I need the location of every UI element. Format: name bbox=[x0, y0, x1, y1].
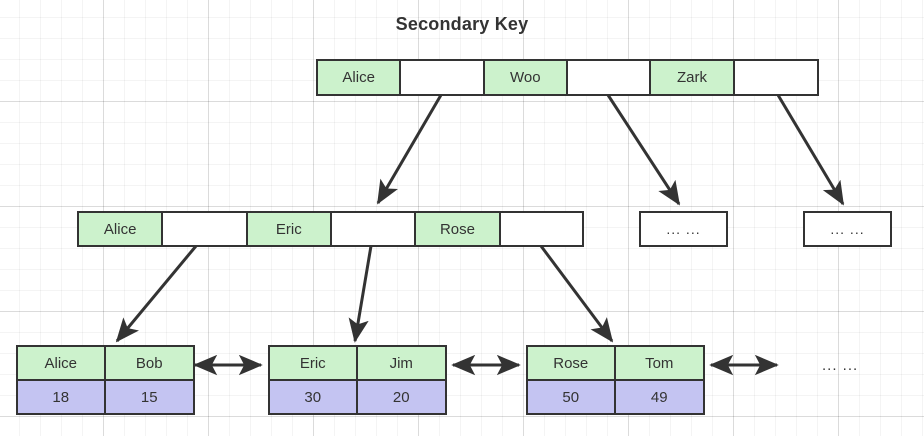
leaf-1-value-1[interactable]: 15 bbox=[105, 381, 193, 413]
internal-placeholder-node-1[interactable]: ... ... bbox=[639, 211, 728, 247]
internal-cell-key-1[interactable]: Eric bbox=[247, 213, 332, 245]
leaf-trailing-ellipsis: ... ... bbox=[822, 357, 859, 374]
internal-cell-key-0[interactable]: Alice bbox=[79, 213, 164, 245]
edge-internal-to-leaf-1 bbox=[115, 245, 198, 343]
edge-root-to-placeholder-1 bbox=[606, 94, 681, 206]
leaf-3-key-0[interactable]: Rose bbox=[528, 347, 616, 379]
root-cell-pointer-0[interactable] bbox=[401, 61, 485, 94]
leaf-3-key-1[interactable]: Tom bbox=[615, 347, 703, 379]
leaf-node-3[interactable]: Rose Tom 50 49 bbox=[526, 345, 705, 415]
internal-placeholder-label-2: ... ... bbox=[805, 213, 890, 245]
internal-cell-key-2[interactable]: Rose bbox=[416, 213, 501, 245]
leaf-3-value-0[interactable]: 50 bbox=[528, 381, 616, 413]
root-cell-key-1[interactable]: Woo bbox=[484, 61, 568, 94]
leaf-2-key-row: Eric Jim bbox=[270, 347, 445, 381]
leaf-2-key-0[interactable]: Eric bbox=[270, 347, 358, 379]
edge-root-to-internal-1 bbox=[376, 94, 443, 205]
internal-node[interactable]: Alice Eric Rose bbox=[77, 211, 584, 247]
internal-placeholder-node-2[interactable]: ... ... bbox=[803, 211, 892, 247]
page-title: Secondary Key bbox=[395, 14, 529, 34]
leaf-1-key-row: Alice Bob bbox=[18, 347, 193, 381]
edge-root-to-placeholder-2 bbox=[776, 94, 845, 206]
leaf-1-value-0[interactable]: 18 bbox=[18, 381, 106, 413]
leaf-1-key-1[interactable]: Bob bbox=[105, 347, 193, 379]
leaf-3-value-row: 50 49 bbox=[528, 381, 703, 413]
root-cell-key-2[interactable]: Zark bbox=[651, 61, 735, 94]
internal-cell-pointer-2[interactable] bbox=[500, 213, 582, 245]
leaf-node-2[interactable]: Eric Jim 30 20 bbox=[268, 345, 447, 415]
leaf-2-value-1[interactable]: 20 bbox=[357, 381, 445, 413]
internal-cell-pointer-1[interactable] bbox=[331, 213, 417, 245]
internal-placeholder-label-1: ... ... bbox=[641, 213, 726, 245]
root-node[interactable]: Alice Woo Zark bbox=[316, 59, 819, 96]
edge-internal-to-leaf-3 bbox=[539, 245, 614, 343]
leaf-1-value-row: 18 15 bbox=[18, 381, 193, 413]
leaf-3-key-row: Rose Tom bbox=[528, 347, 703, 381]
leaf-node-1[interactable]: Alice Bob 18 15 bbox=[16, 345, 195, 415]
root-cell-pointer-2[interactable] bbox=[734, 61, 817, 94]
root-cell-pointer-1[interactable] bbox=[567, 61, 652, 94]
leaf-3-value-1[interactable]: 49 bbox=[615, 381, 703, 413]
root-cell-key-0[interactable]: Alice bbox=[318, 61, 402, 94]
edge-internal-to-leaf-2 bbox=[348, 245, 373, 343]
internal-cell-pointer-0[interactable] bbox=[163, 213, 248, 245]
leaf-2-key-1[interactable]: Jim bbox=[357, 347, 445, 379]
leaf-1-key-0[interactable]: Alice bbox=[18, 347, 106, 379]
leaf-2-value-row: 30 20 bbox=[270, 381, 445, 413]
leaf-2-value-0[interactable]: 30 bbox=[270, 381, 358, 413]
